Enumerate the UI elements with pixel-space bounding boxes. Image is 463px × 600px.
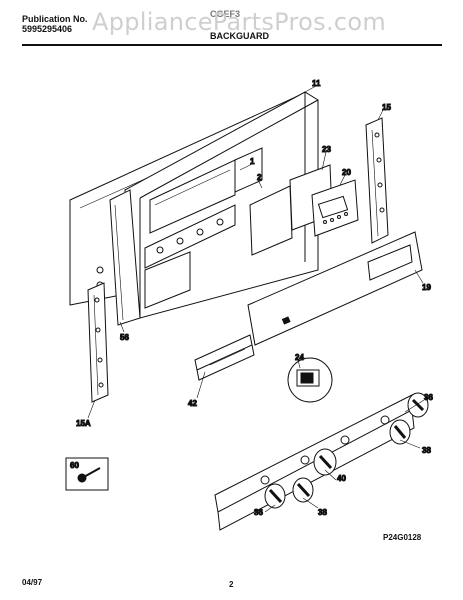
backguard-housing [124, 91, 319, 319]
panel-2 [249, 185, 293, 256]
callout-36-lower: 36 [254, 508, 263, 517]
callout-56: 56 [120, 333, 129, 342]
knob-lower-left [264, 483, 286, 509]
callout-42: 42 [188, 399, 197, 408]
watermark: AppliancePartsPros.com [92, 8, 387, 36]
header-rule [22, 44, 442, 46]
bracket-1 [234, 147, 263, 193]
callout-1: 1 [250, 157, 255, 166]
left-end-cap [109, 189, 141, 326]
screw-60-box [65, 457, 109, 491]
callout-36-upper: 36 [424, 393, 433, 402]
publication-number: 5995295406 [22, 24, 73, 34]
knob-right-mid [389, 419, 411, 445]
front-panel-19 [247, 231, 423, 346]
right-end-cap-15 [365, 117, 389, 244]
callout-38-lower: 38 [318, 508, 327, 517]
knob-lower-mid [292, 477, 314, 503]
page-number: 2 [229, 580, 234, 589]
callout-11: 11 [312, 79, 321, 88]
callout-15: 15 [382, 103, 391, 112]
leader-lines [87, 85, 425, 513]
callout-38-right: 38 [422, 446, 431, 455]
callout-24: 24 [295, 353, 304, 362]
callout-40: 40 [337, 474, 346, 483]
section-title: BACKGUARD [210, 31, 269, 41]
callout-20: 20 [342, 168, 351, 177]
switch-24 [287, 357, 333, 403]
bracket-15a [87, 282, 109, 403]
publication-label: Publication No. [22, 14, 88, 24]
control-board-20 [311, 179, 359, 237]
callout-2: 2 [257, 173, 262, 182]
part-code: P24G0128 [383, 533, 422, 542]
knob-center [313, 448, 337, 476]
callout-15a: 15A [76, 419, 91, 428]
footer-date: 04/97 [22, 578, 43, 587]
callout-19: 19 [422, 283, 431, 292]
model-number: CGEF3 [210, 9, 241, 19]
callout-60: 60 [70, 461, 79, 470]
knob-upper-right [407, 392, 429, 418]
trim-strip-42 [194, 334, 255, 381]
callout-23: 23 [322, 145, 331, 154]
